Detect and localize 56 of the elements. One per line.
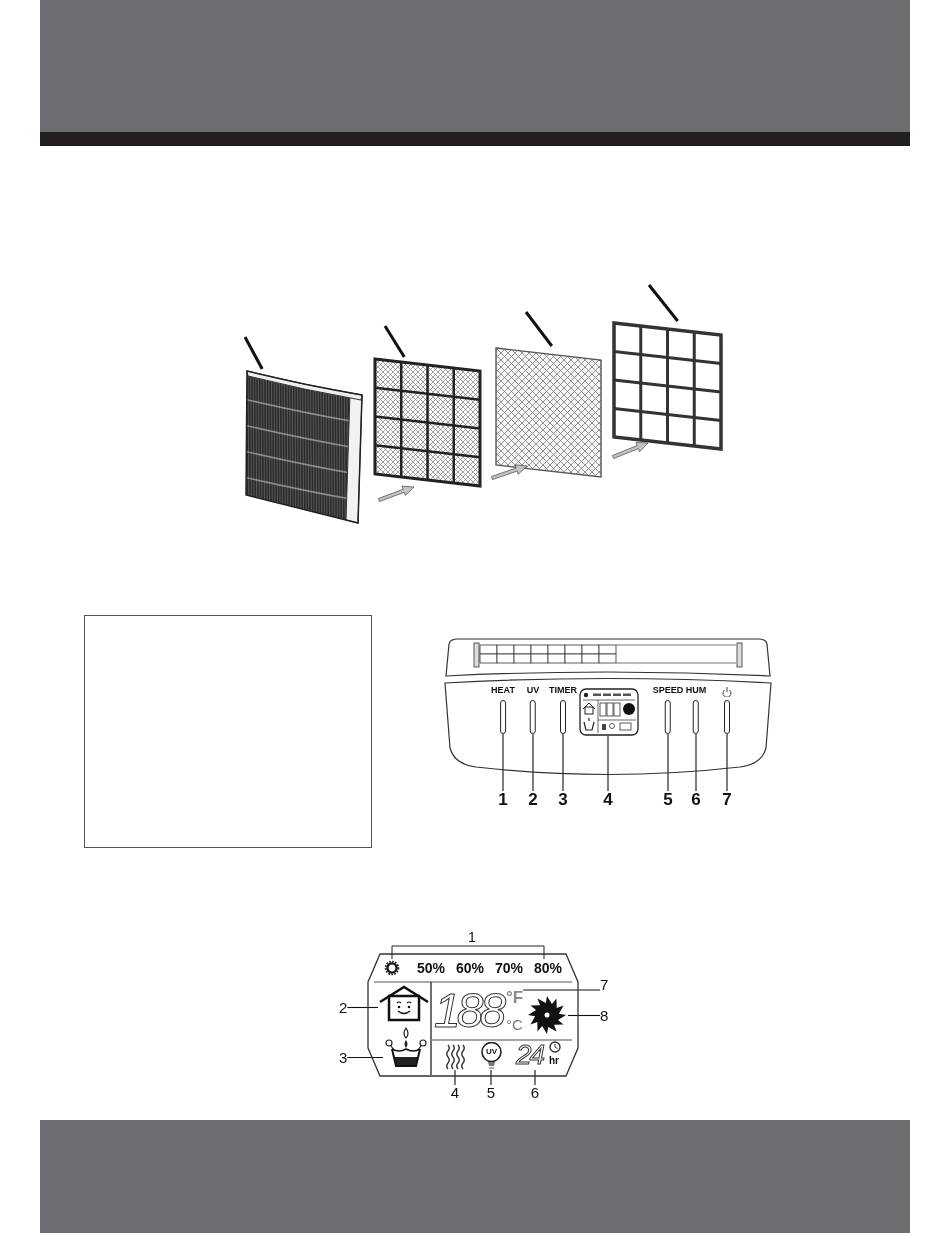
water-tank-icon	[383, 1027, 429, 1068]
fan-icon	[526, 994, 568, 1036]
grid-frame-drawing	[612, 321, 723, 451]
leader-line	[454, 1069, 456, 1086]
temperature-unit: °F	[506, 989, 524, 1006]
leader-line	[647, 284, 679, 322]
leader-line	[502, 733, 504, 792]
leader-line	[562, 733, 564, 792]
callout-number: 4	[603, 791, 613, 808]
display-drawing	[579, 688, 639, 736]
mesh-sheet-drawing	[494, 346, 603, 479]
callout-number: 2	[528, 791, 538, 808]
button-label: SPEED	[652, 686, 684, 695]
callout-number: 2	[339, 1000, 348, 1015]
leader-line	[490, 1069, 492, 1086]
humidity-level: 80%	[534, 961, 563, 975]
humidity-level: 70%	[495, 961, 524, 975]
leader-line	[726, 733, 728, 792]
humidity-level: 60%	[456, 961, 485, 975]
callout-number: 1	[498, 791, 508, 808]
leader-line	[524, 311, 553, 347]
heat-waves-icon	[445, 1044, 466, 1070]
leader-line	[243, 336, 264, 370]
unit-label: hr	[549, 1056, 559, 1066]
smiley-house-icon	[378, 985, 430, 1022]
callout-number: 4	[450, 1085, 460, 1100]
button-label: UV	[526, 686, 540, 695]
callout-number: 1	[468, 930, 476, 944]
callout-number: 5	[663, 791, 673, 808]
timer-digits: 24	[516, 1041, 544, 1069]
leader-line	[532, 733, 534, 792]
callout-number: 7	[722, 791, 732, 808]
humidity-level: 50%	[417, 961, 446, 975]
icon-label: UV	[485, 1048, 498, 1056]
temperature-unit: °C	[506, 1017, 523, 1032]
leader-line	[346, 1056, 384, 1059]
callout-number: 7	[600, 977, 609, 992]
button-label: HEAT	[491, 686, 515, 695]
callout-number: 8	[600, 1008, 609, 1023]
button-label: HUM	[685, 686, 707, 695]
leader-line	[534, 1069, 536, 1086]
leader-line	[667, 733, 669, 792]
leader-line	[346, 1006, 379, 1009]
callout-number: 6	[691, 791, 701, 808]
callout-number: 5	[486, 1085, 496, 1100]
segment-digits: 188	[434, 987, 503, 1035]
button-label: TIMER	[549, 686, 577, 695]
callout-number: 3	[339, 1050, 348, 1065]
leader-line	[522, 989, 601, 991]
callout-number: 3	[558, 791, 568, 808]
leader-line	[567, 1014, 601, 1017]
curved-filter-drawing	[244, 369, 364, 525]
leader-line	[695, 733, 697, 792]
leader-line	[607, 735, 609, 792]
leader-line	[383, 325, 406, 358]
callout-number: 6	[530, 1085, 540, 1100]
